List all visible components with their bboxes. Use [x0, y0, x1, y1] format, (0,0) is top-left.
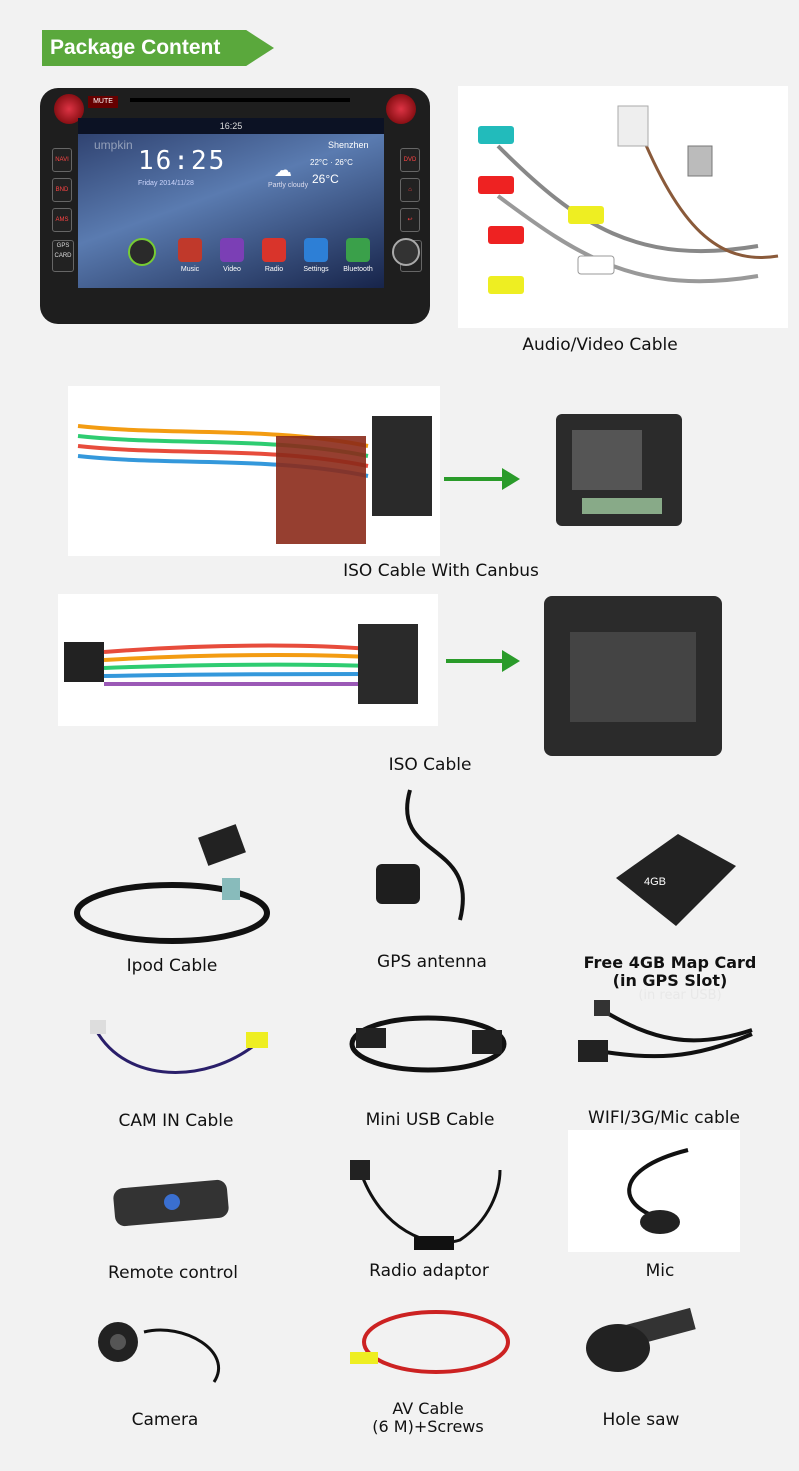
arrow-iso [446, 650, 520, 672]
mic-svg [627, 1148, 689, 1234]
av-extension-cable-svg [350, 1310, 510, 1374]
status-time: 16:25 [219, 121, 243, 131]
canbus-connector-svg [556, 414, 682, 526]
map-card-image: 4GB [606, 826, 740, 936]
caption-map-card: Free 4GB Map Card (in GPS Slot) [576, 954, 764, 990]
ipod-cable-svg [74, 824, 270, 944]
caption-av-extension-line2: (6 M)+Screws [372, 1417, 484, 1436]
wifi-cable-image [572, 990, 762, 1084]
remote-control-svg [113, 1179, 229, 1227]
canbus-connector-image [552, 410, 686, 530]
side-button-bnd: BND [52, 178, 72, 202]
av-extension-cable-image [346, 1302, 514, 1396]
app-label-settings: Settings [303, 266, 329, 273]
side-button-ams: AMS [52, 208, 72, 232]
caption-ipod-cable: Ipod Cable [126, 956, 218, 976]
hole-saw-image [578, 1302, 700, 1382]
map-card-svg [616, 834, 736, 926]
iso-canbus-svg [77, 416, 432, 544]
av-cable-svg [478, 105, 779, 294]
caption-iso-cable: ISO Cable [388, 755, 472, 775]
side-button-navi: NAVI [52, 148, 72, 172]
caption-remote: Remote control [108, 1263, 238, 1283]
caption-mic: Mic [645, 1261, 675, 1281]
camera-image [94, 1292, 244, 1398]
settings-icon [304, 238, 328, 262]
caption-hole-saw: Hole saw [602, 1410, 680, 1430]
video-icon [220, 238, 244, 262]
disc-slot [130, 98, 350, 102]
caption-iso-canbus: ISO Cable With Canbus [343, 561, 539, 581]
side-button-gps-card: GPS CARD [52, 240, 74, 272]
caption-map-card-line1: Free 4GB Map Card [583, 953, 757, 972]
iso-connector-svg [544, 596, 722, 756]
caption-radio-adaptor: Radio adaptor [369, 1261, 489, 1281]
watermark-logo: umpkin [94, 138, 133, 152]
caption-wifi-cable: WIFI/3G/Mic cable [588, 1108, 740, 1128]
weather-desc: Partly cloudy [268, 182, 309, 189]
caption-av-extension-line1: AV Cable [392, 1399, 464, 1418]
back-icon: ↩ [400, 208, 420, 232]
hole-saw-svg [586, 1307, 696, 1372]
ipod-cable-image [72, 818, 272, 948]
app-label-bluetooth: Bluetooth [343, 266, 373, 273]
card-size-label: 4GB [644, 876, 667, 888]
status-bar: 16:25 [78, 118, 384, 134]
date-label: Friday 2014/11/28 [138, 180, 194, 187]
package-content-banner: Package Content [42, 30, 274, 66]
camera-svg [98, 1322, 221, 1383]
clock-widget: 16:25 [138, 146, 227, 176]
home-icon: ⌂ [400, 178, 420, 202]
tune-knob [386, 94, 416, 124]
radio-adaptor-image [340, 1150, 514, 1256]
music-icon [178, 238, 202, 262]
radio-icon [262, 238, 286, 262]
app-label-radio: Radio [264, 266, 284, 273]
mini-usb-cable-svg [349, 1015, 507, 1073]
gps-antenna-image [370, 780, 494, 940]
caption-camera: Camera [131, 1410, 199, 1430]
remote-control-image [112, 1176, 230, 1230]
caption-map-card-line2: (in GPS Slot) [612, 971, 728, 990]
cloud-icon: ☁ [274, 160, 292, 180]
app-label-video: Video [223, 266, 241, 273]
cam-in-cable-svg [90, 1020, 268, 1074]
side-button-dvd: DVD [400, 148, 420, 172]
radio-adaptor-svg [350, 1160, 502, 1250]
caption-av-extension: AV Cable (6 M)+Screws [348, 1400, 508, 1436]
mute-button: MUTE [88, 96, 118, 108]
caption-av-cable: Audio/Video Cable [522, 335, 678, 355]
arrow-canbus [444, 468, 520, 490]
city-label: Shenzhen [328, 140, 369, 150]
mini-usb-cable-image [346, 1010, 512, 1076]
iso-cable-image [58, 594, 438, 726]
caption-map-card-overlay: (in rear USB) [638, 988, 722, 1003]
cam-in-cable-image [86, 1014, 272, 1088]
caption-cam-in: CAM IN Cable [118, 1111, 234, 1131]
car-icon [128, 238, 156, 266]
app-label-music: Music [180, 266, 200, 273]
iso-connector-image [540, 592, 726, 760]
av-cable-image [458, 86, 788, 328]
mic-image [568, 1130, 740, 1252]
apps-grid-icon [392, 238, 420, 266]
caption-mini-usb: Mini USB Cable [365, 1110, 495, 1130]
temp-range: 22°C · 26°C [310, 158, 353, 167]
gps-antenna-svg [376, 789, 465, 921]
iso-canbus-image [68, 386, 440, 556]
temp-label: 26°C [312, 172, 339, 186]
screen: 16:25 16:25 Friday 2014/11/28 Shenzhen ☁… [78, 118, 420, 288]
bluetooth-icon [346, 238, 370, 262]
wifi-cable-svg [578, 1000, 753, 1062]
iso-cable-svg [64, 624, 418, 704]
caption-gps-antenna: GPS antenna [377, 952, 487, 972]
head-unit-image: MUTE NAVI BND AMS GPS CARD DVD ⌂ ↩ SD CA… [40, 88, 430, 324]
